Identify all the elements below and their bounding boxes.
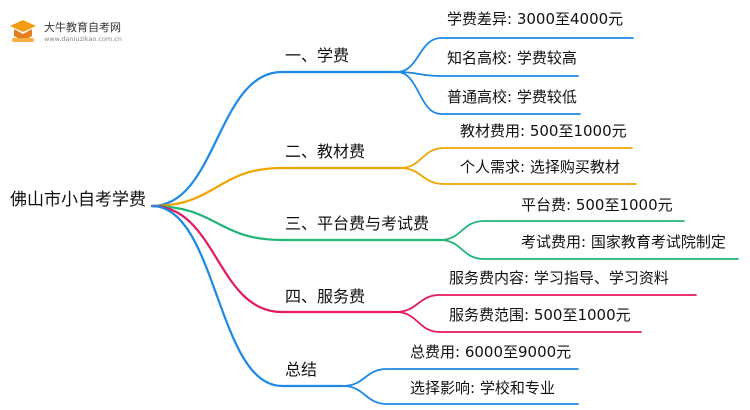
leaf-connector — [396, 71, 581, 115]
branch-connector — [150, 204, 442, 242]
leaf-connector — [439, 220, 685, 241]
logo-title: 大牛教育自考网 — [44, 21, 121, 34]
branch-label-tuition: 一、学费 — [285, 46, 350, 65]
site-logo: 大牛教育自考网 www.daniuzikao.com.cn — [6, 14, 156, 50]
branch-connector — [150, 204, 398, 314]
branch-label-textbooks: 二、教材费 — [285, 142, 366, 161]
branch-connector — [150, 204, 345, 388]
leaf-label: 学费差异: 3000至4000元 — [447, 10, 624, 28]
leaf-label: 普通高校: 学费较低 — [447, 88, 577, 106]
leaf-connector — [399, 167, 637, 185]
leaf-label: 考试费用: 国家教育考试院制定 — [521, 233, 726, 251]
leaf-label: 选择影响: 学校和专业 — [410, 379, 555, 397]
leaf-connector — [396, 37, 634, 73]
leaf-label: 总费用: 6000至9000元 — [410, 343, 572, 361]
branch-label-summary: 总结 — [285, 360, 318, 379]
leaf-label: 教材费用: 500至1000元 — [460, 122, 627, 140]
leaf-label: 平台费: 500至1000元 — [521, 196, 673, 214]
branch-connector — [150, 166, 402, 208]
leaf-label: 个人需求: 选择购买教材 — [460, 158, 620, 176]
root-label: 佛山市小自考学费 — [10, 190, 146, 210]
leaf-connector — [395, 294, 697, 313]
leaf-connector — [399, 147, 633, 169]
leaf-label: 服务费范围: 500至1000元 — [449, 306, 631, 324]
logo-url: www.daniuzikao.com.cn — [44, 35, 122, 43]
leaf-label: 知名高校: 学费较高 — [447, 49, 577, 67]
branch-label-platform-exam: 三、平台费与考试费 — [285, 214, 430, 233]
leaf-connector — [439, 239, 739, 260]
leaf-connector — [342, 368, 579, 387]
leaf-label: 服务费内容: 学习指导、学习资料 — [449, 269, 669, 287]
leaf-connector — [342, 385, 579, 405]
leaf-connector — [395, 311, 642, 333]
branch-label-service: 四、服务费 — [285, 287, 366, 306]
book-icon — [10, 20, 36, 42]
branch-connector — [150, 70, 399, 208]
leaf-connector — [396, 71, 579, 77]
